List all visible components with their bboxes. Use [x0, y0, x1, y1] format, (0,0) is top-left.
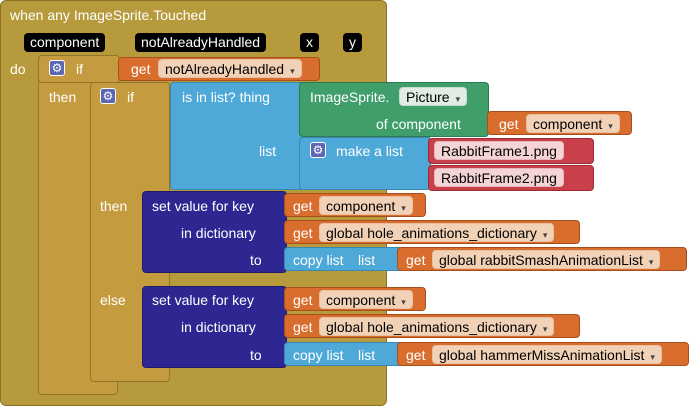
var-name: global rabbitSmashAnimationList — [439, 252, 643, 268]
copy-list-label: copy list — [293, 347, 344, 363]
dropdown-arrow-icon: ▾ — [401, 203, 406, 213]
text-value-rabbit-frame-1[interactable]: RabbitFrame1.png — [434, 141, 564, 160]
param-y[interactable]: y — [343, 33, 362, 52]
copy-list-list-label: list — [358, 347, 376, 363]
dropdown-arrow-icon: ▾ — [455, 94, 461, 104]
var-name: component — [326, 198, 396, 214]
component-prefix: ImageSprite. — [310, 89, 390, 105]
then-set-value-block[interactable] — [142, 191, 287, 273]
is-in-list-label: is in list? thing — [182, 89, 270, 105]
property-name: Picture — [406, 89, 450, 105]
make-a-list-label: make a list — [336, 143, 403, 159]
get-label: get — [293, 292, 313, 308]
inner-if-label: if — [127, 89, 134, 105]
copy-list-list-label: list — [358, 252, 376, 268]
gear-icon[interactable]: ⚙ — [100, 88, 116, 104]
get-label: get — [293, 225, 313, 241]
dropdown-arrow-icon: ▾ — [648, 257, 654, 267]
dropdown-arrow-icon: ▾ — [290, 66, 295, 76]
of-component-label: of component — [376, 116, 461, 132]
var-name: notAlreadyHandled — [165, 61, 285, 77]
param-component[interactable]: component — [24, 33, 106, 52]
text-value-rabbit-frame-2[interactable]: RabbitFrame2.png — [434, 168, 564, 187]
inner-else-label: else — [100, 292, 126, 308]
var-dropdown-dictionary[interactable]: global hole_animations_dictionary ▾ — [319, 317, 555, 336]
get-label: get — [499, 116, 519, 132]
var-dropdown-rabbit-smash-list[interactable]: global rabbitSmashAnimationList ▾ — [432, 250, 661, 269]
outer-then-label: then — [49, 89, 77, 105]
var-name: component — [533, 116, 603, 132]
param-x[interactable]: x — [300, 33, 319, 52]
var-name: global hammerMissAnimationList — [439, 347, 645, 363]
set-value-label: set value for key — [152, 198, 254, 214]
dropdown-arrow-icon: ▾ — [401, 297, 406, 307]
param-not-already-handled[interactable]: notAlreadyHandled — [135, 33, 267, 52]
event-title: when any ImageSprite.Touched — [10, 7, 207, 23]
get-label: get — [406, 252, 426, 268]
dropdown-arrow-icon: ▾ — [650, 352, 655, 362]
var-dropdown-component[interactable]: component ▾ — [526, 114, 620, 133]
else-copy-list-block[interactable] — [284, 342, 404, 366]
to-label: to — [250, 252, 262, 268]
get-label: get — [406, 347, 426, 363]
copy-list-label: copy list — [293, 252, 344, 268]
var-dropdown-hammer-miss-list[interactable]: global hammerMissAnimationList ▾ — [432, 345, 662, 364]
in-dictionary-label: in dictionary — [181, 225, 256, 241]
inner-then-label: then — [100, 198, 128, 214]
property-dropdown[interactable]: Picture ▾ — [399, 87, 468, 106]
else-set-value-block[interactable] — [142, 286, 287, 368]
var-name: component — [326, 292, 396, 308]
var-dropdown-dictionary[interactable]: global hole_animations_dictionary ▾ — [319, 223, 555, 242]
outer-if-label: if — [76, 61, 83, 77]
var-name: global hole_animations_dictionary — [326, 319, 537, 335]
gear-icon[interactable]: ⚙ — [310, 142, 326, 158]
var-name: global hole_animations_dictionary — [326, 225, 537, 241]
get-label: get — [293, 319, 313, 335]
dropdown-arrow-icon: ▾ — [608, 121, 613, 131]
to-label: to — [250, 347, 262, 363]
gear-icon[interactable]: ⚙ — [49, 60, 65, 76]
get-label: get — [293, 198, 313, 214]
get-label: get — [131, 61, 151, 77]
is-in-list-list-label: list — [259, 143, 277, 159]
set-value-label: set value for key — [152, 292, 254, 308]
do-label: do — [10, 61, 26, 77]
var-dropdown-not-already-handled[interactable]: notAlreadyHandled ▾ — [158, 59, 302, 78]
dropdown-arrow-icon: ▾ — [542, 324, 548, 334]
in-dictionary-label: in dictionary — [181, 319, 256, 335]
var-dropdown-component[interactable]: component ▾ — [319, 290, 413, 309]
dropdown-arrow-icon: ▾ — [542, 230, 548, 240]
var-dropdown-component[interactable]: component ▾ — [319, 196, 413, 215]
